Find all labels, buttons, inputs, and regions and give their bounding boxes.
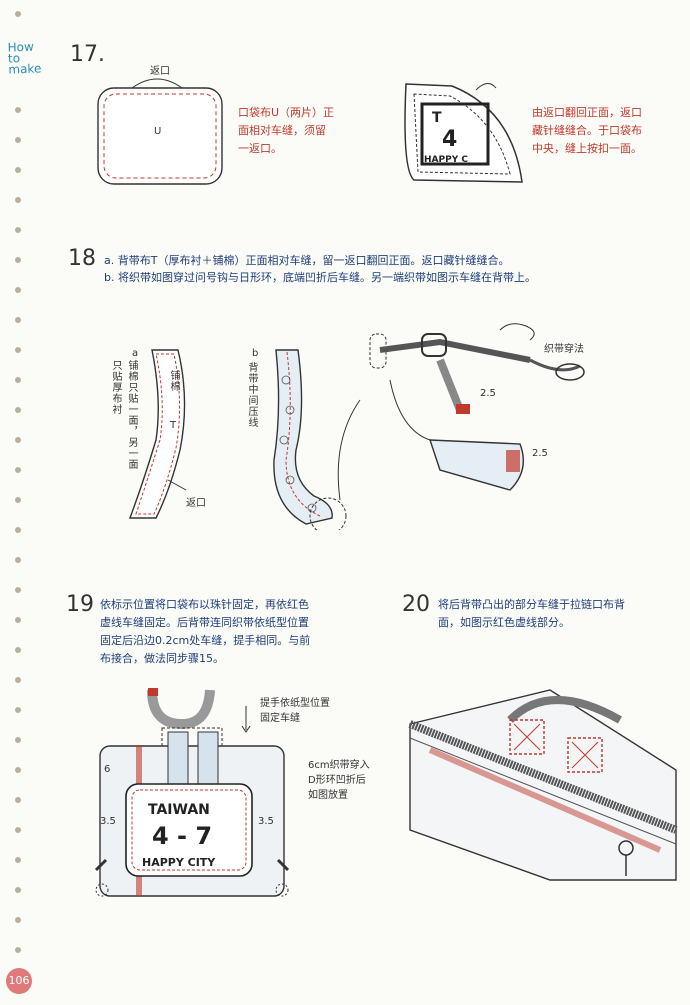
step-19-text-line: 虚线车缝固定。后背带连同织带依纸型位置: [100, 616, 309, 629]
label-b: b: [252, 348, 259, 359]
patch-number-17: 4: [442, 127, 457, 152]
patch-text-17: HAPPY C: [424, 155, 468, 165]
dimension-1: 2.5: [480, 388, 496, 399]
step-20-text: 将后背带凸出的部分车缝于拉链口布背 面，如图示红色虚线部分。: [438, 596, 625, 632]
down-arrow-icon: [241, 706, 251, 733]
patch-letters-17: T: [432, 110, 442, 126]
brand-line-3: make: [8, 61, 42, 77]
step-19-number: 19: [66, 592, 94, 617]
vertical-note-a1: 只贴厚布衬: [110, 360, 121, 415]
dim-right-3-5: 3.5: [258, 816, 274, 827]
step-17-text-left-line: 一返口。: [238, 142, 282, 155]
step-17-text-left: 口袋布U（两片）正 面相对车缝，须留 一返口。: [238, 104, 334, 158]
step-17-text-right-line: 藏针缝缝合。于口袋布: [532, 124, 642, 137]
label-a: a: [132, 348, 139, 359]
piece-t-label: T: [170, 420, 177, 431]
step-17-text-left-line: 面相对车缝，须留: [238, 124, 326, 137]
step-20-number: 20: [402, 592, 430, 617]
opening-label-17: 返口: [150, 66, 170, 77]
dimension-2: 2.5: [532, 448, 548, 459]
handle-note-line: 固定车缝: [260, 713, 300, 724]
vertical-note-a2: 铺棉只贴一面，另一面: [126, 360, 137, 470]
step-17-text-right-line: 中央，缝上按扣一面。: [532, 142, 642, 155]
step-20-text-line: 面，如图示红色虚线部分。: [438, 616, 570, 629]
bag-top-zipper-drawing: [408, 689, 678, 881]
step-17-text-left-line: 口袋布U（两片）正: [238, 106, 335, 119]
step-20-text-line: 将后背带凸出的部分车缝于拉链口布背: [438, 598, 625, 611]
step-17-text-right-line: 由返口翻回正面，返口: [532, 106, 642, 119]
dim-left-3-5: 3.5: [100, 816, 116, 827]
piece-u-label: U: [154, 126, 162, 137]
page-number: 106: [6, 968, 32, 994]
strap-b-drawing: [273, 349, 347, 530]
patch-mid-text: 4 - 7: [152, 822, 212, 850]
webbing-note-line: D形环凹折后: [308, 775, 366, 786]
strap-t-drawing: [128, 349, 187, 519]
step-19-text: 依标示位置将口袋布以珠针固定，再依红色 虚线车缝固定。后背带连同织带依纸型位置 …: [100, 596, 310, 668]
step-17-text-right: 由返口翻回正面，返口 藏针缝缝合。于口袋布 中央，缝上按扣一面。: [532, 104, 642, 158]
step-18-line-a: a. 背带布T（厚布衬＋铺棉）正面相对车缝，留一返口翻回正面。返口藏针缝缝合。: [104, 254, 510, 267]
how-to-make-logo: How to make: [7, 40, 42, 77]
webbing-placement-note: 6cm织带穿入 D形环凹折后 如图放置: [308, 758, 370, 803]
step-18-number: 18: [68, 246, 96, 271]
handle-note: 提手依纸型位置 固定车缝: [260, 696, 330, 726]
pocket-triangle-drawing: T 4 HAPPY C: [404, 83, 523, 183]
opening-label-18: 返口: [186, 498, 206, 509]
vertical-note-a3: 铺棉: [168, 370, 179, 392]
patch-bottom-text: HAPPY CITY: [142, 856, 216, 869]
handle-note-line: 提手依纸型位置: [260, 698, 330, 709]
vertical-note-b: 背带中间压线: [246, 362, 257, 428]
webbing-note-line: 如图放置: [308, 790, 348, 801]
webbing-hardware-drawing: [337, 323, 585, 501]
step-19-text-line: 依标示位置将口袋布以珠针固定，再依红色: [100, 598, 309, 611]
webbing-note-line: 6cm织带穿入: [308, 760, 370, 771]
webbing-method-label: 织带穿法: [544, 344, 584, 355]
left-border-dots: [15, 11, 21, 953]
patch-top-text: TAIWAN: [148, 802, 210, 818]
step-19-text-line: 固定后沿边0.2cm处车缝，提手相同。与前: [100, 634, 311, 647]
step-17-number: 17.: [70, 42, 105, 67]
step-18-line-b: b. 将织带如图穿过问号钩与日形环，底端凹折后车缝。另一端织带如图示车缝在背带上…: [104, 271, 536, 284]
step-19-text-line: 布接合，做法同步骤15。: [100, 652, 224, 665]
bag-back-drawing: TAIWAN 4 - 7 HAPPY CITY: [94, 688, 290, 897]
dim-top-6: 6: [104, 764, 111, 775]
pocket-u-drawing: [97, 78, 223, 185]
